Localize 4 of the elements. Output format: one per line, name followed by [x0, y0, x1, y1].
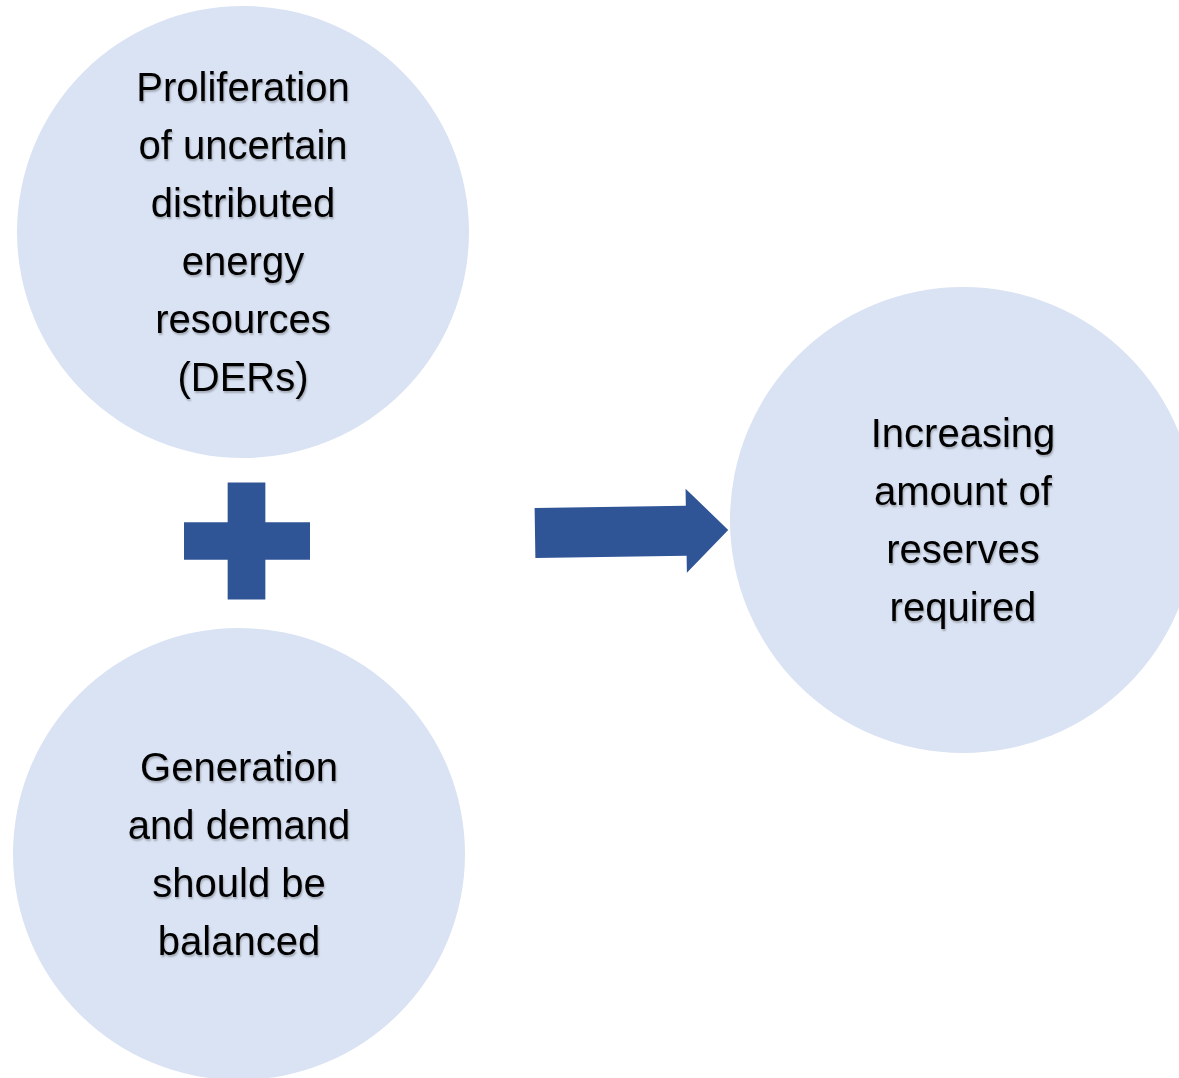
- node-text: Generation and demand should be balanced: [126, 744, 352, 965]
- block-arrow: [534, 488, 729, 573]
- node-text: Increasing amount of reserves required: [869, 410, 1057, 631]
- node-text: Proliferation of uncertain distributed energy resources (DERs): [135, 64, 351, 401]
